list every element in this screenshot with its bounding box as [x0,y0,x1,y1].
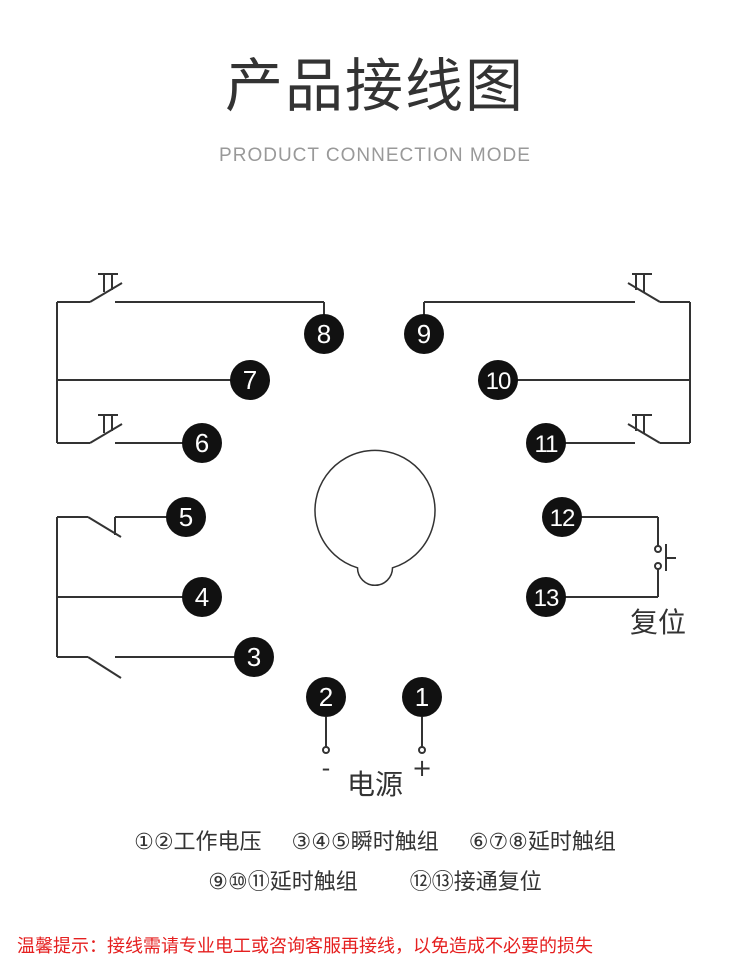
pin-10-label: 10 [486,368,511,395]
pin-11-label: 11 [535,431,559,458]
page-title: 产品接线图 [224,52,525,120]
page-subtitle: PRODUCT CONNECTION MODE [219,145,531,166]
power-plus-label: + [412,754,432,782]
power-terminal-minus [322,746,330,754]
power-leads [325,717,423,747]
pin-12-label: 12 [550,505,575,532]
pin-4-label: 4 [195,582,209,612]
warning-note: 温馨提示：接线需请专业电工或咨询客服再接线，以免造成不必要的损失 [17,936,593,957]
pin-7: 7 [230,360,270,400]
pin-8-label: 8 [317,319,331,349]
pin-5: 5 [166,497,206,537]
power-terminal-plus [418,746,426,754]
legend-delayed-contacts-a: ⑥⑦⑧延时触组 [468,830,616,855]
pin-5-label: 5 [179,502,193,532]
relay-base-outline [314,449,436,587]
pin-badges: 1 2 3 4 5 6 7 8 [166,314,582,717]
pin-9-label: 9 [417,319,431,349]
pin-1: 1 [402,677,442,717]
pin-2-label: 2 [319,682,333,712]
delayed-contact-group-left [56,273,325,444]
pin-3-label: 3 [247,642,261,672]
pin-13: 13 [526,577,566,617]
pin-6: 6 [182,423,222,463]
pin-4: 4 [182,577,222,617]
legend-instant-contacts: ③④⑤瞬时触组 [291,830,439,855]
pin-12: 12 [542,497,582,537]
pin-7-label: 7 [243,365,257,395]
pin-11: 11 [526,423,566,463]
pin-13-label: 13 [534,585,559,612]
legend-delayed-contacts-b: ⑨⑩⑪延时触组 [208,870,358,895]
power-label: 电源 [347,768,403,801]
legend-working-voltage: ①②工作电压 [134,830,262,855]
power-minus-label: - [322,754,331,782]
delayed-contact-group-right [423,273,691,444]
pin-8: 8 [304,314,344,354]
pin-3: 3 [234,637,274,677]
wiring-diagram: 1 2 3 4 5 6 7 8 [56,273,691,801]
legend-row-2: ⑨⑩⑪延时触组 ⑫⑬接通复位 [0,864,750,896]
legend-reset: ⑫⑬接通复位 [409,870,542,895]
reset-circuit [560,516,676,598]
pin-9: 9 [404,314,444,354]
reset-terminal-bottom [654,562,662,570]
pin-2: 2 [306,677,346,717]
instant-contact-group [56,516,240,679]
pin-6-label: 6 [195,428,209,458]
legend-row-1: ①②工作电压 ③④⑤瞬时触组 ⑥⑦⑧延时触组 [0,824,750,856]
reset-label: 复位 [630,606,686,639]
pin-10: 10 [478,360,518,400]
reset-terminal-top [654,545,662,553]
pin-1-label: 1 [415,682,429,712]
